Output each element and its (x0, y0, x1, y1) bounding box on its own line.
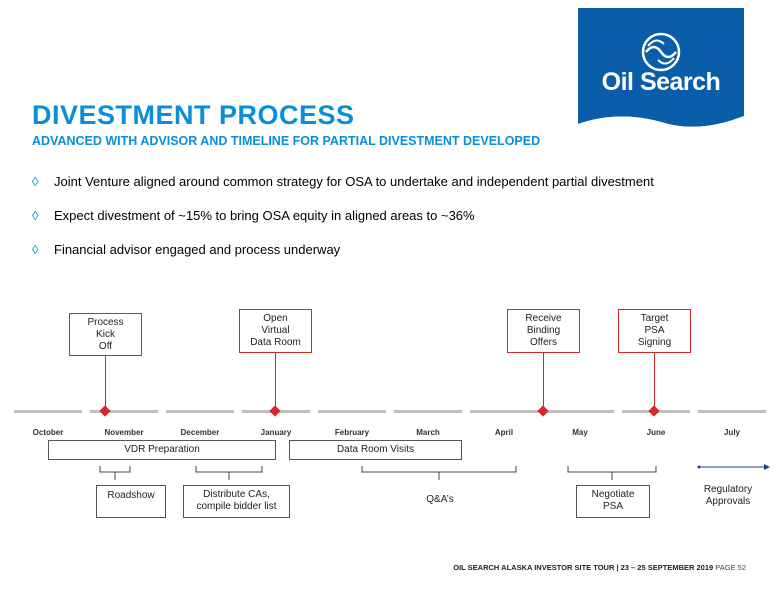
task-negotiate-psa: Negotiate PSA (576, 485, 650, 518)
timeline-segment (394, 410, 462, 413)
month-label: April (494, 428, 514, 437)
month-label: October (32, 428, 64, 437)
task-line: Approvals (705, 496, 751, 507)
milestone-line: Off (98, 341, 113, 352)
footer-event: OIL SEARCH ALASKA INVESTOR SITE TOUR | 2… (453, 563, 714, 572)
task-roadshow: Roadshow (96, 485, 166, 518)
task-qa: Q&A’s (405, 494, 475, 506)
month-label: December (180, 428, 220, 437)
timeline-segment (90, 410, 158, 413)
month-label: March (416, 428, 440, 437)
diamond-bullet-icon: ◊ (32, 174, 39, 189)
task-line: compile bidder list (196, 501, 277, 512)
phase-bar-data-room-visits: Data Room Visits (289, 440, 462, 460)
milestone-stem (275, 353, 276, 410)
task-line: PSA (602, 501, 623, 512)
milestone-line: Data Room (250, 337, 301, 348)
task-line: Regulatory (703, 484, 753, 495)
milestone-process-kick-off: Process Kick Off (69, 313, 142, 356)
phase-bar-vdr-preparation: VDR Preparation (48, 440, 276, 460)
milestone-open-virtual-data-room: Open Virtual Data Room (239, 309, 312, 353)
bullet-text: Joint Venture aligned around common stra… (54, 174, 654, 189)
milestone-line: Signing (637, 337, 672, 348)
milestone-stem (105, 356, 106, 410)
milestone-target-psa-signing: Target PSA Signing (618, 309, 691, 353)
bullet-item: ◊ Joint Venture aligned around common str… (32, 174, 654, 189)
page-subtitle: ADVANCED WITH ADVISOR AND TIMELINE FOR P… (32, 134, 541, 148)
task-line: Roadshow (107, 490, 155, 501)
milestone-line: Open (263, 313, 288, 324)
month-label: January (260, 428, 292, 437)
milestone-diamond-icon (269, 405, 281, 417)
month-label: June (646, 428, 666, 437)
bullet-text: Expect divestment of ~15% to bring OSA e… (54, 208, 475, 223)
milestone-stem (543, 353, 544, 410)
footer: OIL SEARCH ALASKA INVESTOR SITE TOUR | 2… (453, 563, 746, 572)
timeline-segment (698, 410, 766, 413)
milestone-stem (654, 353, 655, 410)
diamond-bullet-icon: ◊ (32, 208, 39, 223)
milestone-line: Virtual (261, 325, 290, 336)
logo-text: Oil Search (601, 68, 721, 96)
month-label: July (723, 428, 740, 437)
timeline-brackets (99, 464, 770, 480)
milestone-line: Kick (96, 329, 115, 340)
diamond-bullet-icon: ◊ (32, 242, 39, 257)
milestone-line: Target (640, 313, 669, 324)
milestone-diamond-icon (648, 405, 660, 417)
timeline-segment (166, 410, 234, 413)
page-number: PAGE 52 (715, 563, 746, 572)
task-line: Distribute CAs, (203, 489, 270, 500)
milestone-line: Process (87, 317, 124, 328)
timeline-segment (14, 410, 82, 413)
milestone-receive-binding-offers: Receive Binding Offers (507, 309, 580, 353)
month-label: November (104, 428, 144, 437)
task-line: Negotiate (591, 489, 635, 500)
milestone-line: PSA (644, 325, 665, 336)
logo-graphic (578, 8, 744, 134)
milestone-diamond-icon (99, 405, 111, 417)
bullet-text: Financial advisor engaged and process un… (54, 242, 341, 257)
month-label: February (334, 428, 370, 437)
task-line: Q&A’s (426, 494, 454, 505)
milestone-line: Binding (526, 325, 561, 336)
bullet-item: ◊ Financial advisor engaged and process u… (32, 242, 340, 257)
task-regulatory-approvals: Regulatory Approvals (692, 484, 764, 508)
milestone-line: Offers (529, 337, 558, 348)
timeline-segment (318, 410, 386, 413)
task-distribute-cas: Distribute CAs, compile bidder list (183, 485, 290, 518)
page-title: DIVESTMENT PROCESS (32, 100, 355, 130)
oil-search-logo: Oil Search (578, 8, 744, 134)
month-label: May (572, 428, 588, 437)
milestone-line: Receive (525, 313, 562, 324)
milestone-diamond-icon (537, 405, 549, 417)
bullet-item: ◊ Expect divestment of ~15% to bring OSA … (32, 208, 475, 223)
